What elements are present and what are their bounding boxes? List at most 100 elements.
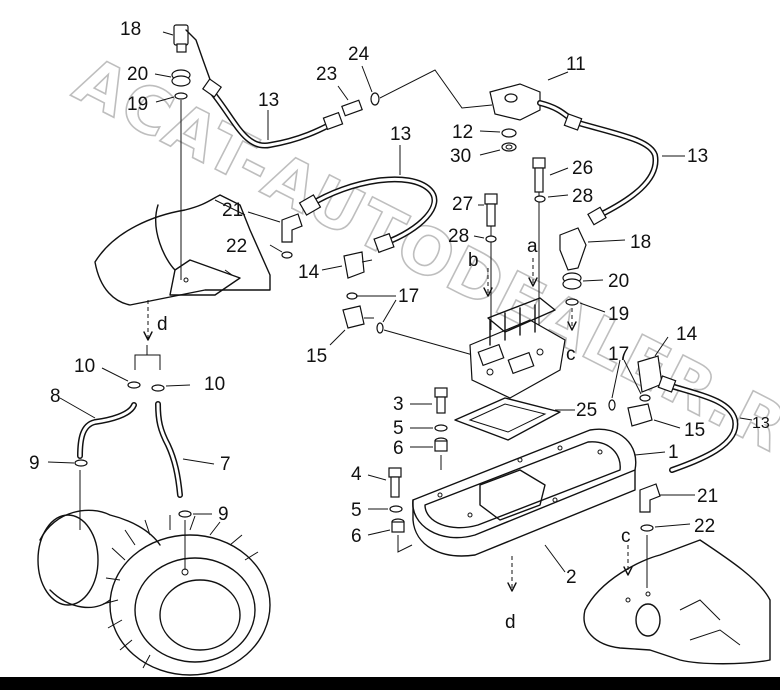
arrow-c-upper <box>567 308 577 331</box>
callout-26: 26 <box>572 158 593 179</box>
arrow-d-right <box>507 556 517 592</box>
callout-21-upper: 21 <box>222 200 243 221</box>
arrow-a <box>528 258 538 287</box>
callout-6-lower: 6 <box>351 526 362 547</box>
hose-13-lower-right <box>657 375 753 473</box>
callout-19-right: 19 <box>608 304 629 325</box>
sensor-18-top <box>162 24 213 86</box>
valve-body-block <box>469 297 566 399</box>
callout-10-right: 10 <box>204 374 225 395</box>
callout-20-top: 20 <box>127 64 148 85</box>
pipe-7 <box>155 401 215 498</box>
ring-19-right <box>565 298 606 313</box>
washer-5-lower <box>368 505 403 513</box>
bolt-3 <box>410 387 448 414</box>
callout-30: 30 <box>450 146 471 167</box>
ring-17-right <box>608 359 651 411</box>
callout-22-lower: 22 <box>694 516 715 537</box>
elbow-21-lower <box>639 483 695 513</box>
elbow-21-upper <box>247 211 303 243</box>
callout-13-top-left: 13 <box>258 90 279 111</box>
callout-17-right: 17 <box>608 344 629 365</box>
sensor-18-right <box>559 227 626 271</box>
callout-3: 3 <box>393 394 404 415</box>
ring-28-right <box>534 194 569 203</box>
gasket-25 <box>454 397 575 441</box>
pipe-8 <box>59 397 137 459</box>
callout-4: 4 <box>351 464 362 485</box>
callout-13-middle: 13 <box>390 124 411 145</box>
callout-24: 24 <box>348 44 370 65</box>
callout-22-upper: 22 <box>226 236 247 257</box>
callout-2: 2 <box>566 567 577 588</box>
callout-7: 7 <box>220 454 231 475</box>
callout-14-left: 14 <box>298 262 320 283</box>
callout-27: 27 <box>452 194 473 215</box>
arrow-d-left <box>143 300 153 341</box>
ring-12 <box>479 128 517 138</box>
callout-8: 8 <box>50 386 61 407</box>
ring-9-left <box>47 459 88 467</box>
bolt-4 <box>367 467 402 498</box>
solenoid-14-left <box>321 251 373 279</box>
callout-19-top: 19 <box>127 94 148 115</box>
callout-20-right: 20 <box>608 271 629 292</box>
callout-b: b <box>468 250 479 271</box>
callout-6-upper: 6 <box>393 438 404 459</box>
spacer-6-upper <box>410 437 448 470</box>
callout-5-upper: 5 <box>393 418 404 439</box>
ring-19-top <box>155 92 188 280</box>
callout-11: 11 <box>566 54 586 75</box>
callout-13-top-right: 13 <box>687 146 708 167</box>
arrow-b <box>483 268 493 297</box>
callout-12: 12 <box>452 122 473 143</box>
spacer-6-lower <box>367 518 413 553</box>
washer-5-upper <box>410 424 448 432</box>
callout-d-left: d <box>157 314 168 335</box>
ring-22-lower <box>640 523 691 532</box>
washer-30 <box>479 142 517 156</box>
bracket-d <box>134 345 161 370</box>
callout-23: 23 <box>316 64 337 85</box>
nut-20-top <box>154 69 191 87</box>
bottom-black-bar <box>0 677 780 690</box>
ring-28-left <box>473 235 497 243</box>
hose-13-middle <box>298 145 438 254</box>
plug-15-right <box>627 403 681 429</box>
housing-upper-left <box>94 194 271 306</box>
plate-2 <box>412 469 636 573</box>
callout-1: 1 <box>668 442 679 463</box>
ring-17-left <box>346 292 481 358</box>
ring-10-left <box>101 367 141 389</box>
callout-18-right: 18 <box>630 232 651 253</box>
callout-15-right: 15 <box>684 420 705 441</box>
plug-15-left <box>329 305 374 346</box>
nut-20-right <box>562 272 604 290</box>
hose-13-top-right <box>563 113 685 226</box>
cover-plate-1 <box>412 428 666 539</box>
hose-13-top-left <box>201 78 344 149</box>
callout-18-top: 18 <box>120 19 141 40</box>
bolt-26 <box>532 157 569 345</box>
ring-24 <box>361 65 493 109</box>
valve-11 <box>489 71 578 125</box>
callout-5-lower: 5 <box>351 500 362 521</box>
callout-14-right: 14 <box>676 324 698 345</box>
connector-23 <box>337 85 363 117</box>
torque-converter <box>37 470 271 676</box>
callout-d-right: d <box>505 612 516 633</box>
callout-a: a <box>527 236 538 257</box>
callout-21-lower: 21 <box>697 486 718 507</box>
callout-17-left: 17 <box>398 286 419 307</box>
callout-9-right: 9 <box>218 504 229 525</box>
ring-9-right <box>178 510 212 518</box>
bolt-27 <box>478 193 498 330</box>
housing-lower-right <box>583 535 771 665</box>
watermark-text: ACAT-AUTODEALER.RU <box>63 43 780 491</box>
callout-25: 25 <box>576 400 597 421</box>
callout-13-lower-right: 13 <box>752 415 770 432</box>
callout-15-left: 15 <box>306 346 327 367</box>
callout-c-upper: c <box>566 344 576 365</box>
